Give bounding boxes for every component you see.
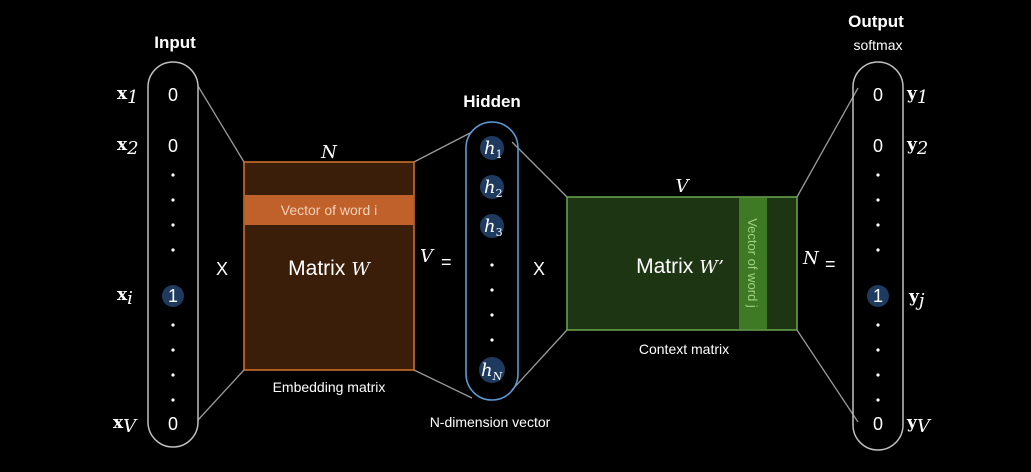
context-dim-left: N	[802, 248, 820, 269]
context-dim-top: V	[676, 176, 691, 197]
hidden-bubble-N	[479, 357, 505, 383]
times-operator-2: X	[533, 259, 545, 279]
connector-ctx-top	[796, 87, 859, 198]
equals-operator-2: =	[825, 254, 836, 274]
output-vector-capsule	[852, 61, 904, 451]
output-value-1: 0	[873, 85, 883, 105]
hidden-ellipsis	[490, 263, 494, 342]
embedding-caption: Embedding matrix	[273, 379, 386, 395]
output-active-bubble	[867, 285, 889, 307]
input-value-i: 1	[168, 286, 178, 306]
connector-input-top	[197, 85, 245, 163]
hidden-unit-N: hN	[481, 360, 503, 383]
context-col-label: Vector of word j	[745, 218, 760, 308]
input-active-bubble	[162, 285, 184, 307]
input-value-V: 0	[168, 414, 178, 434]
connector-lines	[197, 85, 859, 423]
hidden-unit-2: h2	[484, 177, 503, 200]
output-value-j: 1	[873, 286, 883, 306]
output-label-yj: yj	[908, 287, 925, 311]
hidden-bubble-2	[480, 175, 504, 199]
output-ellipsis	[876, 173, 880, 402]
output-label-yV: yV	[906, 413, 932, 437]
output-label-y1: y1	[906, 84, 928, 108]
hidden-vector-capsule	[465, 121, 519, 401]
connector-ctx-bottom	[796, 329, 859, 423]
output-label-y2: y2	[906, 135, 928, 159]
embedding-word-row	[245, 195, 413, 225]
output-value-2: 0	[873, 136, 883, 156]
embedding-dim-left: V	[420, 246, 435, 267]
connector-hidden-bottom	[511, 329, 568, 391]
connector-emb-top	[413, 131, 473, 163]
embedding-row-label: Vector of word i	[281, 202, 378, 218]
hidden-title: Hidden	[463, 92, 521, 111]
output-value-V: 0	[873, 414, 883, 434]
input-ellipsis	[171, 173, 175, 402]
hidden-unit-3: h3	[484, 216, 503, 239]
output-subtitle: softmax	[853, 37, 902, 53]
input-label-xV: xV	[113, 413, 138, 437]
hidden-vector: Hidden h1 h2 h3 hN N-dimension vector	[430, 92, 551, 430]
output-vector: Output softmax 0 0 1 0 y1 y2 yj yV	[848, 12, 932, 451]
hidden-bubble-3	[480, 214, 504, 238]
input-value-1: 0	[168, 85, 178, 105]
input-label-x2: x2	[117, 135, 139, 159]
connector-emb-bottom	[413, 369, 473, 399]
embedding-dim-top: N	[320, 142, 338, 163]
hidden-bubble-1	[480, 136, 504, 160]
input-title: Input	[154, 33, 196, 52]
equals-operator-1: =	[441, 252, 452, 272]
context-word-column	[739, 198, 767, 329]
connector-input-bottom	[197, 369, 245, 421]
connector-hidden-top	[511, 141, 568, 198]
input-vector: Input x1 x2 xi xV 0 0 1 0	[113, 33, 199, 448]
times-operator-1: X	[216, 259, 228, 279]
hidden-caption: N-dimension vector	[430, 414, 551, 430]
input-label-x1: x1	[117, 84, 139, 108]
context-caption: Context matrix	[639, 341, 729, 357]
input-label-xi: xi	[117, 285, 133, 309]
hidden-unit-1: h1	[484, 138, 503, 161]
input-vector-capsule	[147, 61, 199, 448]
output-title: Output	[848, 12, 904, 31]
input-value-2: 0	[168, 136, 178, 156]
